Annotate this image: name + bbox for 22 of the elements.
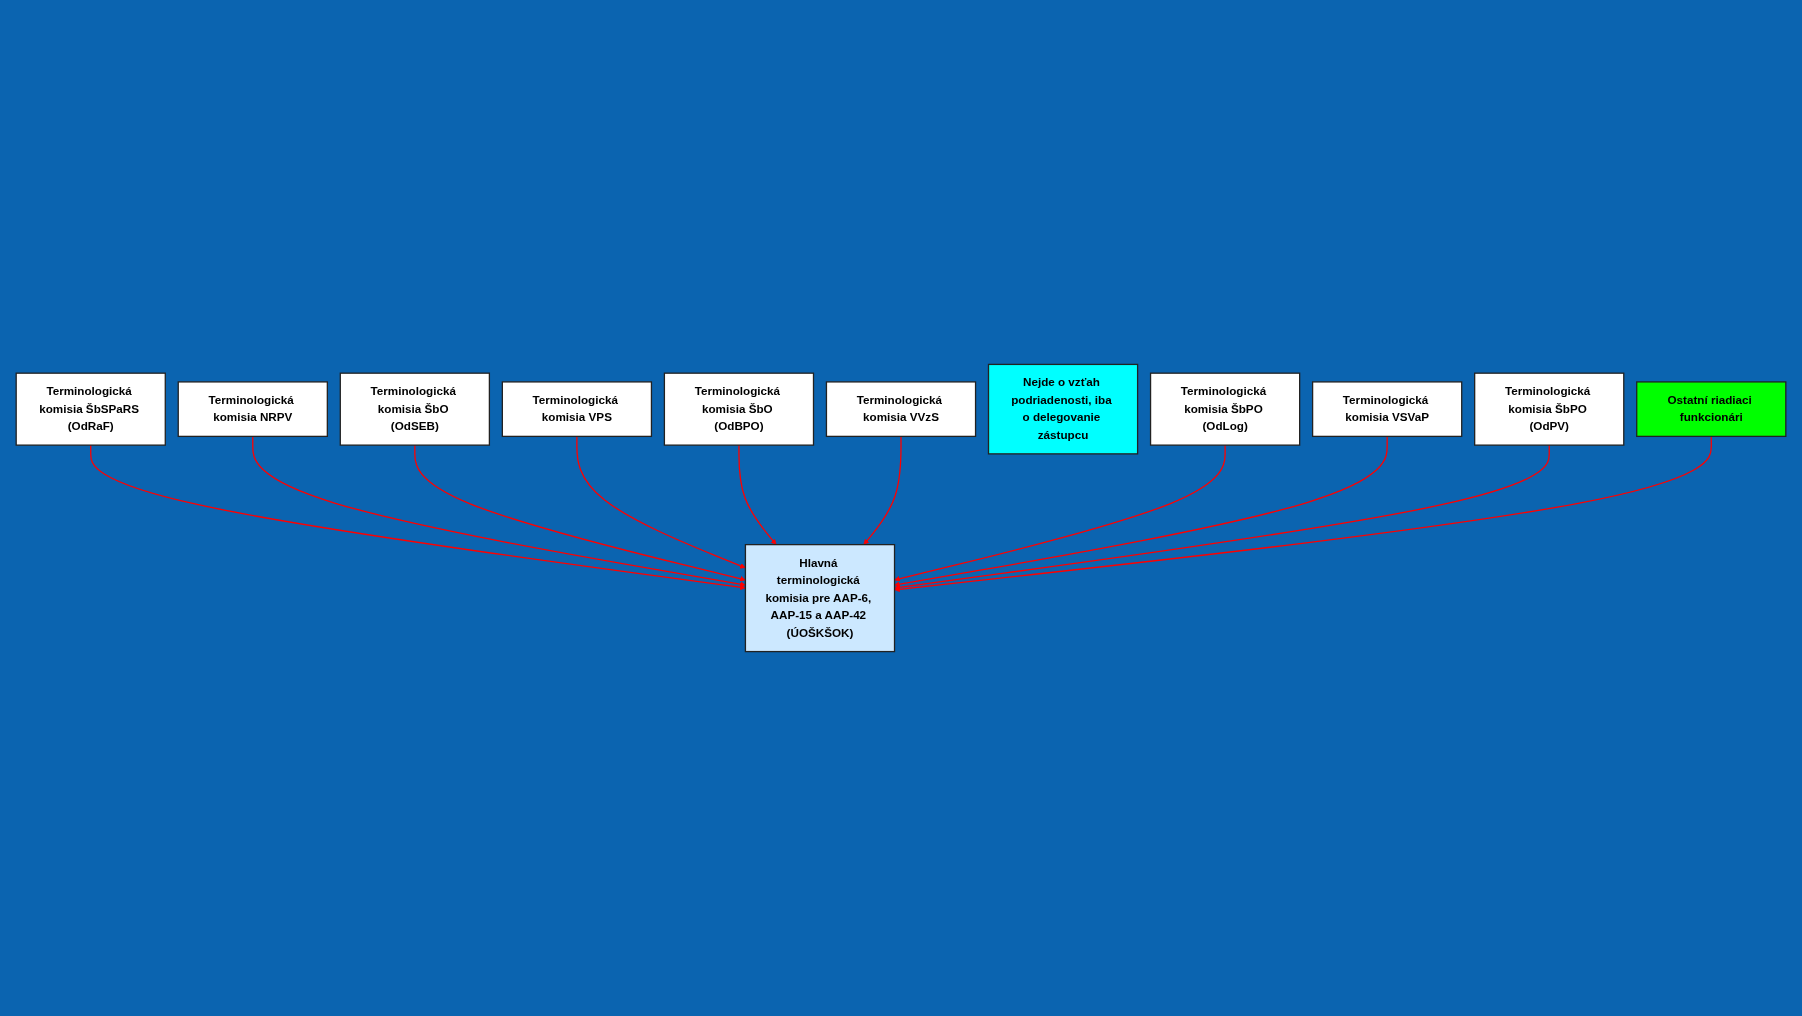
node-box: Terminologická komisia ŠbPO (OdPV) [1474, 372, 1625, 446]
arrow [414, 444, 746, 582]
node-box: Terminologická komisia VVzS [825, 381, 977, 437]
node-box: Nejde o vzťah podriadenosti, iba o delegovanie zástupcu [987, 363, 1139, 455]
node-box: Terminologická komisia VPS [501, 381, 653, 437]
node-box: Terminologická komisia ŠbO (OdBPO) [663, 372, 815, 446]
node-box: Terminologická komisia ŠbSPaRS (OdRaF) [15, 372, 166, 446]
arrow [252, 435, 746, 588]
arrow [576, 435, 746, 569]
node-box: Terminologická komisia ŠbO (OdSEB) [339, 372, 491, 446]
node-box: Ostatní riadiaci funkcionári [1636, 381, 1787, 437]
node-box: Terminologická komisia ŠbPO (OdLog) [1149, 372, 1301, 446]
node-box: Hlavná terminologická komisia pre AAP-6, AAP-15 a AAP-42 (ÚOŠKŠOK) [744, 543, 896, 653]
arrow [894, 444, 1550, 591]
arrow [894, 435, 1712, 593]
node-box: Terminologická komisia NRPV [177, 381, 328, 437]
arrow [863, 435, 902, 545]
node-box: Terminologická komisia VSVaP [1311, 381, 1463, 437]
arrow [738, 444, 777, 545]
arrow [894, 435, 1388, 588]
arrow [894, 444, 1226, 582]
arrow [90, 444, 746, 591]
